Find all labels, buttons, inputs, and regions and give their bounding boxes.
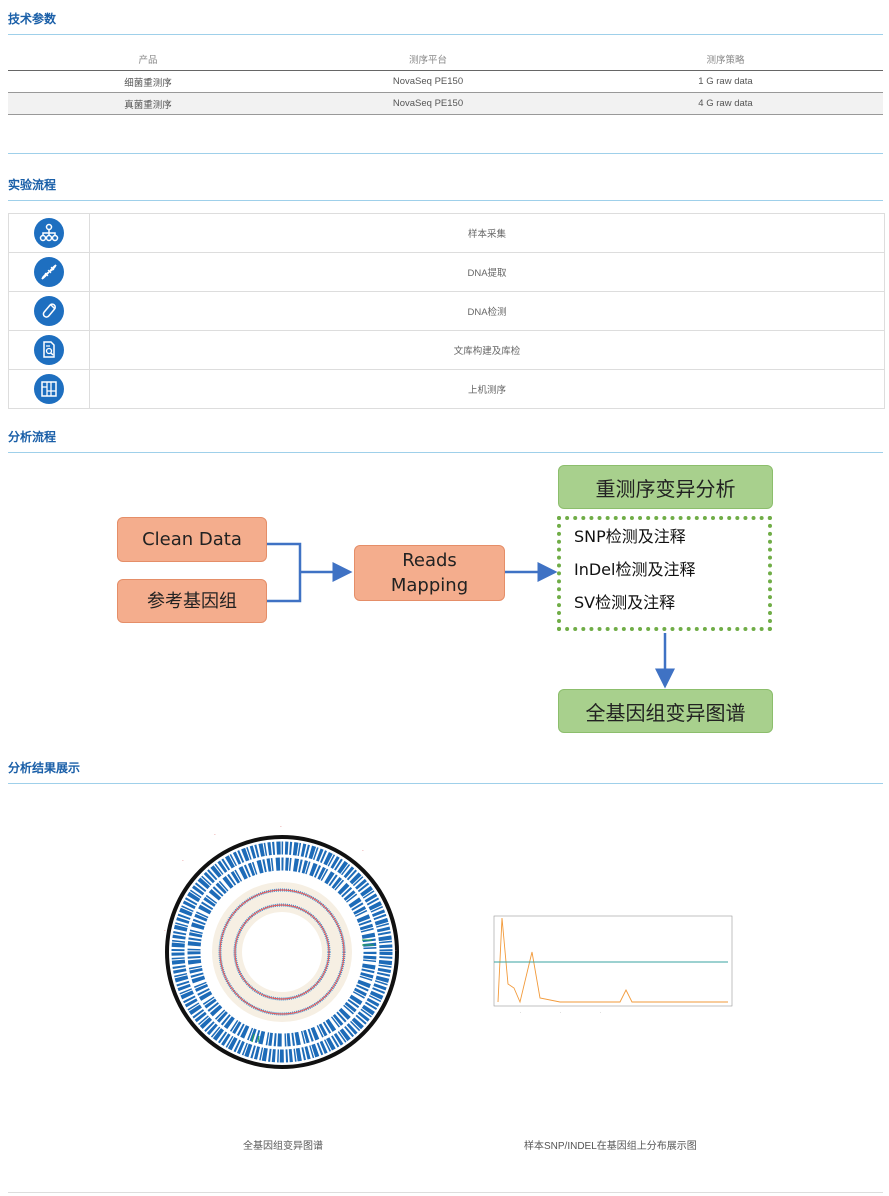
col-header-platform: 测序平台: [288, 48, 568, 71]
bottom-divider: [8, 1192, 883, 1193]
svg-text:-: -: [362, 848, 364, 854]
clean-data-box: Clean Data: [117, 517, 267, 562]
svg-text:-: -: [182, 858, 184, 864]
workflow-step-label: DNA提取: [467, 268, 507, 279]
cell-strategy: 4 G raw data: [568, 92, 883, 115]
svg-text:-: -: [214, 832, 216, 838]
workflow-step-label: 文库构建及库检: [453, 346, 521, 357]
divider: [8, 153, 883, 154]
section-title-tech-params: 技术参数: [8, 12, 57, 26]
icon-cell: [9, 370, 90, 408]
workflow-step-label: 上机测序: [467, 385, 506, 396]
circos-caption: 全基因组变异图谱: [243, 1141, 323, 1152]
cell-platform: NovaSeq PE150: [288, 92, 568, 115]
variant-analysis-box: 重测序变异分析: [558, 465, 773, 509]
section-title-analysis: 分析流程: [8, 430, 57, 444]
workflow-row: DNA检测: [9, 292, 884, 331]
workflow-step-label: DNA检测: [467, 307, 507, 318]
workflow-row: 文库构建及库检: [9, 331, 884, 370]
reads-mapping-box: Reads Mapping: [354, 545, 505, 601]
list-item: SV检测及注释: [574, 593, 676, 612]
cell-product: 真菌重测序: [8, 92, 288, 115]
workflow-row: DNA提取: [9, 253, 884, 292]
svg-text:-: -: [520, 1010, 522, 1014]
reference-genome-box: 参考基因组: [117, 579, 267, 623]
cell-platform: NovaSeq PE150: [288, 70, 568, 93]
snp-caption: 样本SNP/INDEL在基因组上分布展示图: [524, 1141, 697, 1152]
grid-plate-icon: [34, 374, 64, 404]
dna-helix-icon: [34, 257, 64, 287]
genome-map-label: 全基因组变异图谱: [585, 700, 746, 725]
svg-text:-: -: [280, 824, 282, 830]
table-header-row: 产品 测序平台 测序策略: [8, 48, 883, 71]
reads-mapping-label-1: Reads: [402, 550, 457, 571]
svg-text:-: -: [560, 1010, 562, 1014]
divider: [8, 34, 883, 35]
cell-product: 细菌重测序: [8, 70, 288, 93]
cell-strategy: 1 G raw data: [568, 70, 883, 93]
icon-cell: [9, 331, 90, 369]
svg-text:-: -: [395, 948, 397, 954]
genome-map-box: 全基因组变异图谱: [558, 689, 773, 733]
icon-cell: [9, 214, 90, 252]
divider: [8, 452, 883, 453]
icon-cell: [9, 292, 90, 330]
list-item: SNP检测及注释: [574, 527, 686, 546]
workflow-row: 上机测序: [9, 370, 884, 408]
workflow-table: 样本采集 DNA提取 DNA检测 文库构建及库检 上机测: [8, 213, 885, 409]
workflow-row: 样本采集: [9, 214, 884, 253]
section-title-results: 分析结果展示: [8, 761, 81, 775]
sample-tree-icon: [34, 218, 64, 248]
test-tube-icon: [34, 296, 64, 326]
reference-genome-label: 参考基因组: [147, 590, 237, 612]
document-search-icon: [34, 335, 64, 365]
variant-detection-list: SNP检测及注释 InDel检测及注释 SV检测及注释: [557, 516, 772, 631]
col-header-strategy: 测序策略: [568, 48, 883, 71]
col-header-product: 产品: [8, 48, 288, 71]
reads-mapping-label-2: Mapping: [390, 575, 469, 596]
section-title-workflow: 实验流程: [8, 178, 57, 192]
table-row: 真菌重测序 NovaSeq PE150 4 G raw data: [8, 92, 883, 115]
variant-analysis-label: 重测序变异分析: [595, 476, 736, 501]
workflow-step-label: 样本采集: [467, 229, 506, 240]
clean-data-label: Clean Data: [142, 529, 242, 550]
circos-genome-figure: - - - - - -: [164, 824, 399, 1069]
params-table: 产品 测序平台 测序策略 细菌重测序 NovaSeq PE150 1 G raw…: [8, 48, 883, 115]
icon-cell: [9, 253, 90, 291]
divider: [8, 783, 883, 784]
list-item: InDel检测及注释: [574, 560, 696, 579]
divider: [8, 200, 883, 201]
svg-text:-: -: [600, 1010, 602, 1014]
svg-text:-: -: [164, 928, 166, 934]
snp-distribution-figure: ---: [493, 915, 733, 1014]
table-row: 细菌重测序 NovaSeq PE150 1 G raw data: [8, 70, 883, 93]
